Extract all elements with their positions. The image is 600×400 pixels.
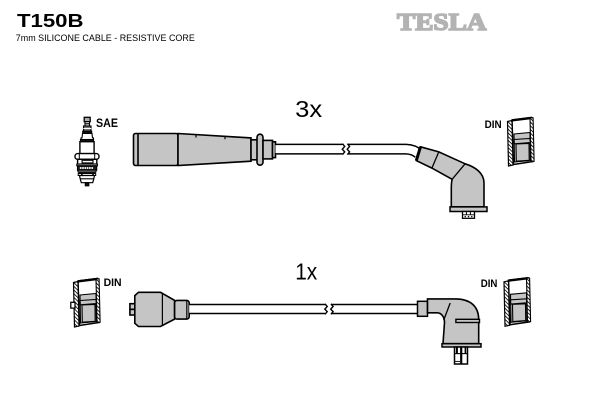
svg-text:3x: 3x <box>295 96 323 122</box>
svg-text:DIN: DIN <box>481 278 498 290</box>
svg-text:SAE: SAE <box>96 116 118 130</box>
svg-text:TESLA: TESLA <box>397 9 487 36</box>
svg-text:DIN: DIN <box>104 277 122 289</box>
svg-text:1x: 1x <box>295 258 317 284</box>
svg-text:DIN: DIN <box>485 119 502 131</box>
svg-text:7mm SILICONE CABLE - RESISTIVE: 7mm SILICONE CABLE - RESISTIVE CORE <box>16 33 195 43</box>
svg-text:T150B: T150B <box>17 10 84 31</box>
